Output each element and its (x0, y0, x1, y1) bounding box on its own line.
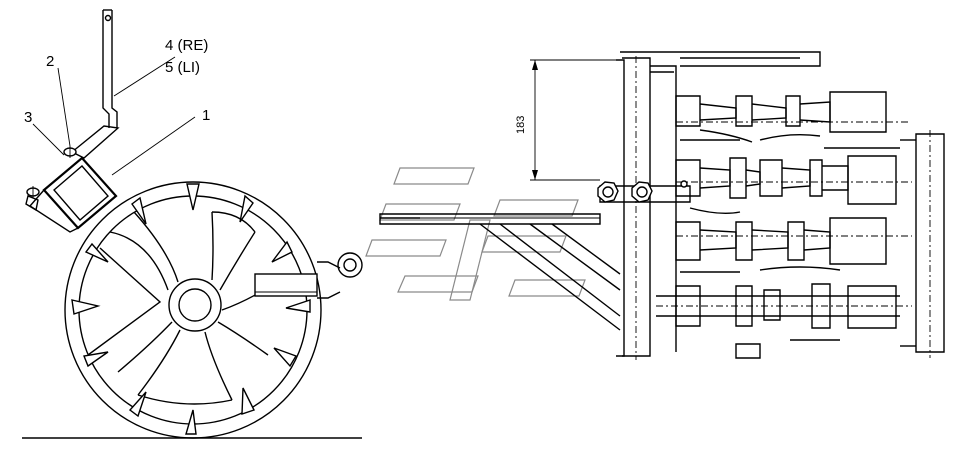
wheel-outer-rim (64, 181, 322, 439)
disc-gang-row-1 (675, 91, 887, 143)
disc-gang-row-4 (656, 283, 900, 359)
callout-part-5: 5 (LI) (165, 59, 200, 76)
frame-arms (379, 185, 691, 331)
wheel-inner-rim (78, 195, 308, 425)
top-view: 183 (379, 51, 945, 360)
callout-part-3: 3 (24, 109, 32, 126)
stylized-e-watermark-icon (365, 167, 586, 301)
clamp-nuts (597, 181, 653, 203)
disc-gang-row-2 (675, 147, 900, 215)
shafts (380, 121, 912, 307)
leader-lines (32, 56, 196, 176)
wheel-hub (168, 278, 222, 332)
wheel-teeth (71, 183, 311, 435)
wheel-spokes (87, 211, 281, 405)
rear-frame (900, 130, 945, 358)
frame-beam (616, 51, 821, 360)
upright-bar (70, 9, 120, 159)
callout-part-2: 2 (46, 53, 54, 70)
shaft-end-marker (680, 180, 688, 188)
wheel-hub-inner (178, 288, 212, 322)
disc-gang-row-3 (675, 217, 887, 273)
dimension-183: 183 (515, 59, 620, 181)
side-view: 4 (RE) 5 (LI) 1 2 3 (22, 9, 363, 439)
callout-part-1: 1 (202, 107, 210, 124)
callout-part-4: 4 (RE) (165, 37, 208, 54)
square-tube-clamp (25, 146, 118, 233)
dimension-value: 183 (515, 116, 527, 134)
axle-stub (254, 252, 363, 299)
